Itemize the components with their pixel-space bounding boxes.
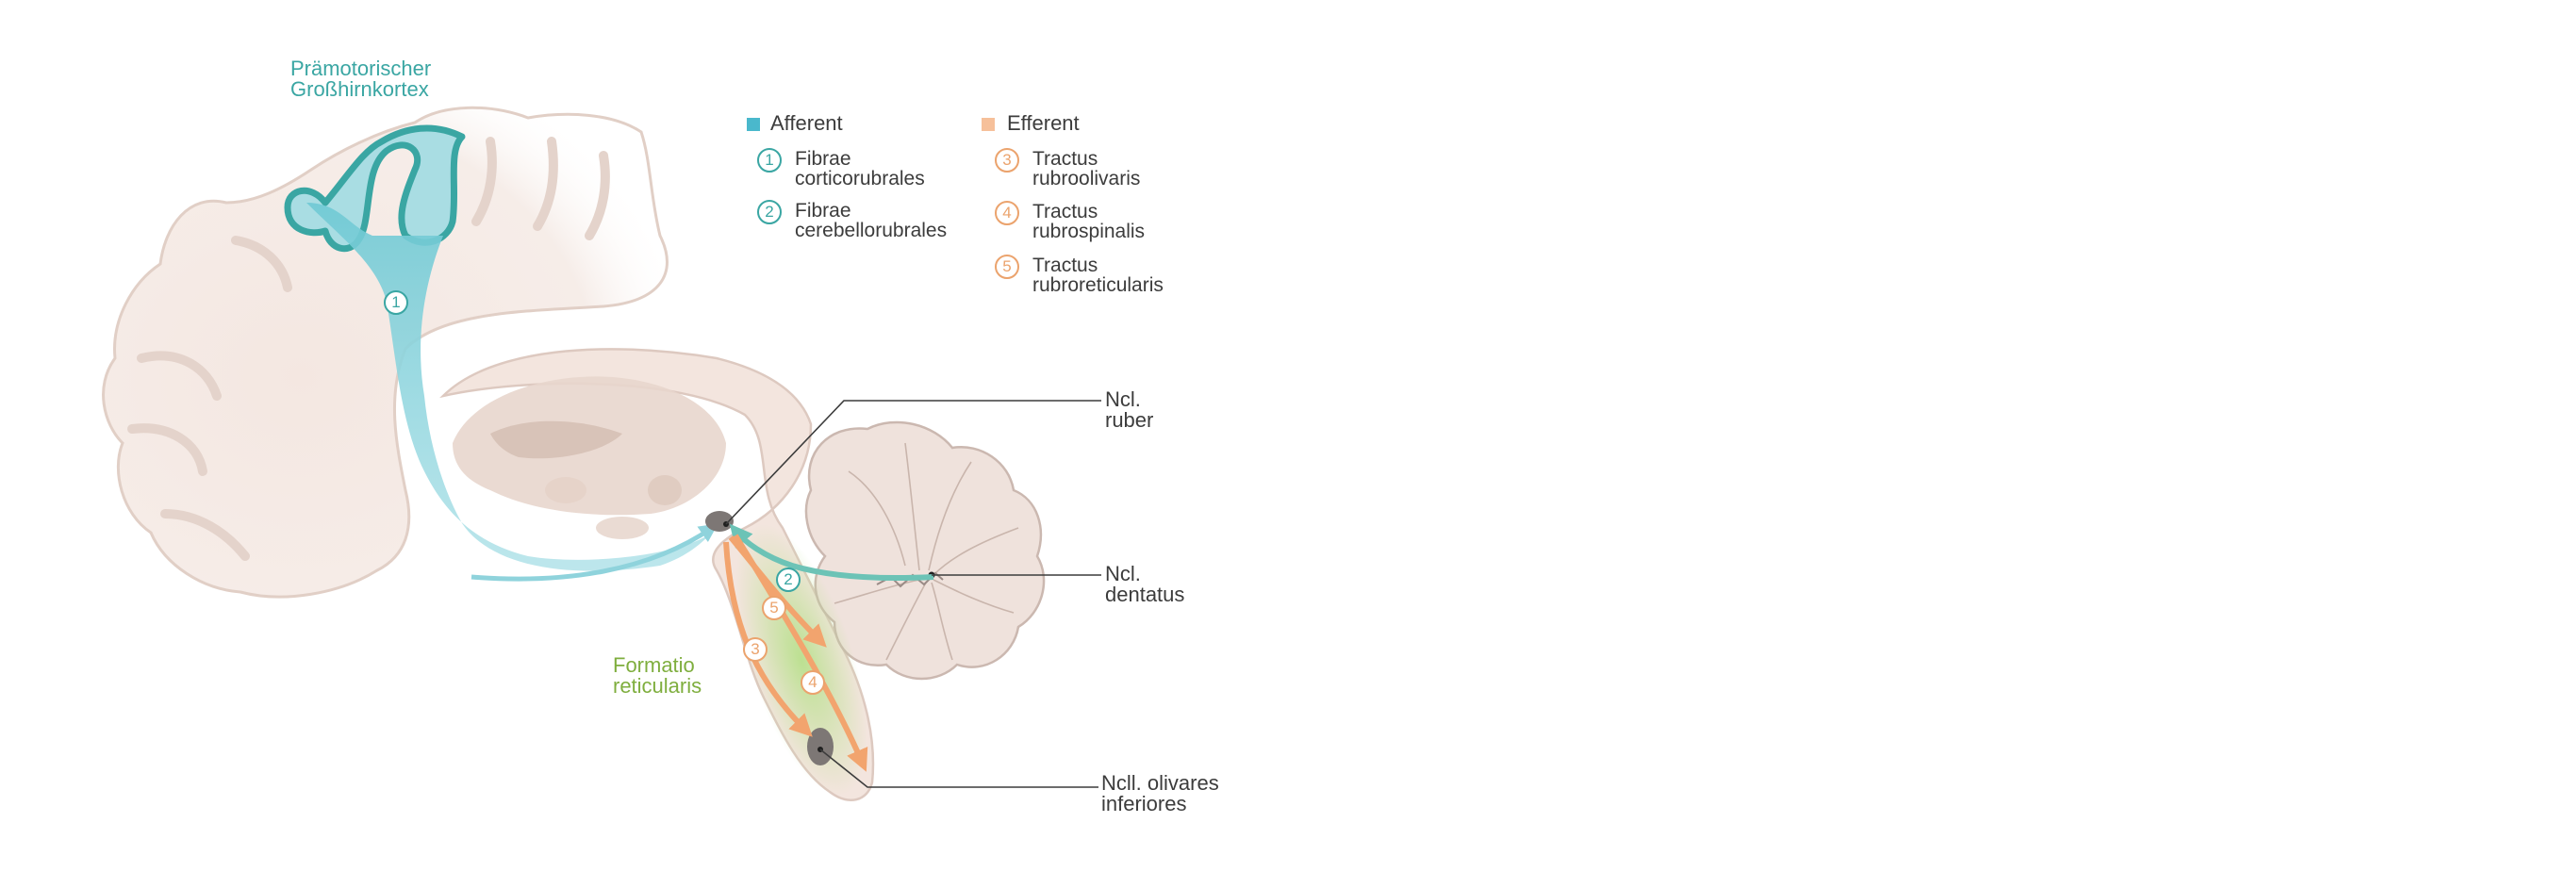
legend-item-2: Fibrae cerebellorubrales	[795, 200, 948, 242]
leader-lines	[725, 400, 1101, 788]
legend-item-4: Tractus rubrospinalis	[1032, 201, 1146, 243]
legend-efferent-title: Efferent	[1007, 111, 1080, 135]
legend-marker-5: 5	[995, 255, 1019, 279]
legend-marker-2: 2	[757, 200, 782, 224]
legend-item-3: Tractus rubroolivaris	[1032, 148, 1141, 190]
cerebellum	[804, 420, 1046, 681]
diagram-marker-3: 3	[743, 637, 768, 662]
legend-item-5: Tractus rubroreticularis	[1032, 255, 1164, 297]
legend-marker-4: 4	[995, 201, 1019, 225]
premotor-cortex-label: Prämotorischer Großhirnkortex	[290, 57, 432, 102]
ncl-dentatus-label: Ncl. dentatus	[1105, 562, 1185, 607]
rubrospinal-tract-arrow	[733, 534, 868, 772]
legend-afferent-title: Afferent	[770, 111, 843, 135]
efferent-swatch	[982, 118, 995, 131]
diagram-marker-2: 2	[776, 568, 801, 592]
legend-item-1: Fibrae corticorubrales	[795, 148, 925, 190]
legend-marker-3: 3	[995, 148, 1019, 173]
diagram-marker-4: 4	[801, 670, 825, 695]
afferent-swatch	[747, 118, 760, 131]
cerebrum-section	[102, 106, 669, 599]
legend-marker-1: 1	[757, 148, 782, 173]
rubroreticular-tract-arrow	[728, 535, 827, 648]
diagram-marker-5: 5	[762, 596, 786, 620]
cerebellorubral-fibre-path	[729, 523, 934, 582]
ncl-ruber-label: Ncl. ruber	[1105, 387, 1154, 433]
formatio-reticularis-label: Formatio reticularis	[613, 653, 702, 699]
diagram-marker-1: 1	[384, 290, 408, 315]
afferent-corticorubral-fibres	[284, 124, 718, 582]
ncll-olivares-label: Ncll. olivares inferiores	[1101, 771, 1219, 816]
